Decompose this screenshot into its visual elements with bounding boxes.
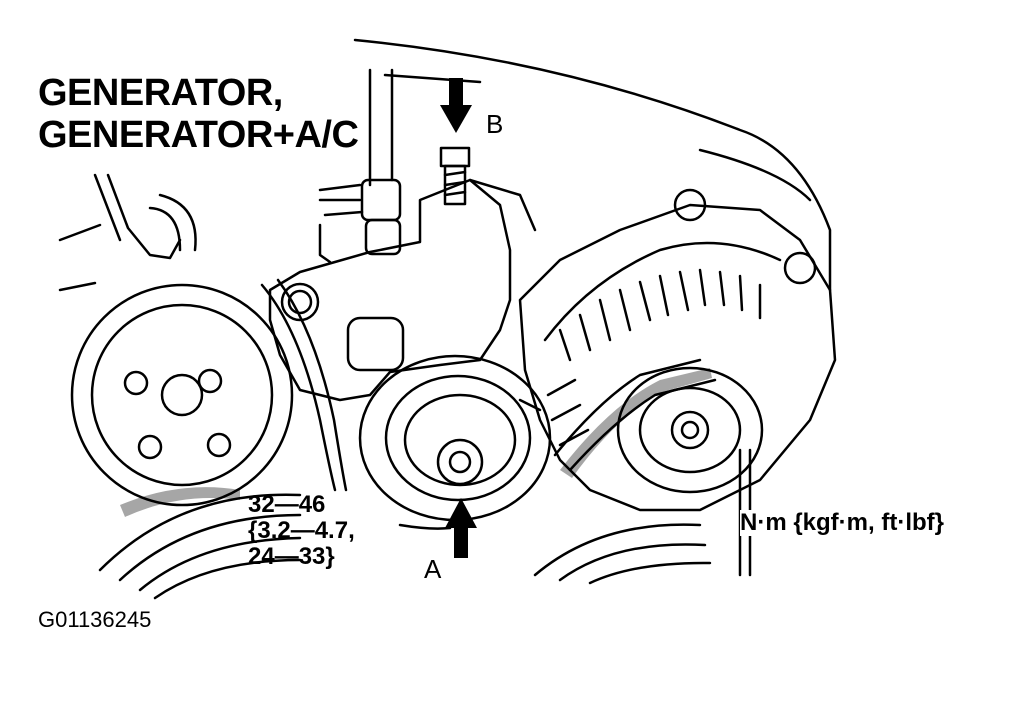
alternator-pulley [616,366,764,494]
belt-stipple [560,368,712,478]
torque-spec: 32—46 {3.2—4.7, 24—33} [248,492,355,570]
pipe-clamp [318,178,402,264]
alternator [518,188,837,512]
water-pump-pulley [70,283,294,507]
figure-id: G01136245 [38,607,152,632]
diagram-title: GENERATOR, GENERATOR+A/C [38,72,359,156]
tensioner-pulley [358,354,552,522]
pipe [368,68,394,187]
bracket-slot [346,316,405,372]
torque-line-2: {3.2—4.7, [248,517,355,544]
title-line-2: GENERATOR+A/C [38,114,359,156]
arrow-a [445,498,477,558]
left-strap [106,173,182,260]
torque-line-1: 32—46 [248,491,326,518]
callout-a: A [424,554,442,584]
callout-b: B [486,109,504,139]
crank-pulley [98,493,302,600]
mounting-bracket [268,178,512,402]
arrow-b [440,78,472,133]
ac-compressor-pulley [533,523,712,585]
torque-units: N·m {kgf·m, ft·lbf} [740,509,944,536]
bolt-b [439,146,471,206]
torque-line-3: 24—33} [248,543,335,570]
title-line-1: GENERATOR, [38,72,283,114]
engine-cover-outline [353,38,832,292]
